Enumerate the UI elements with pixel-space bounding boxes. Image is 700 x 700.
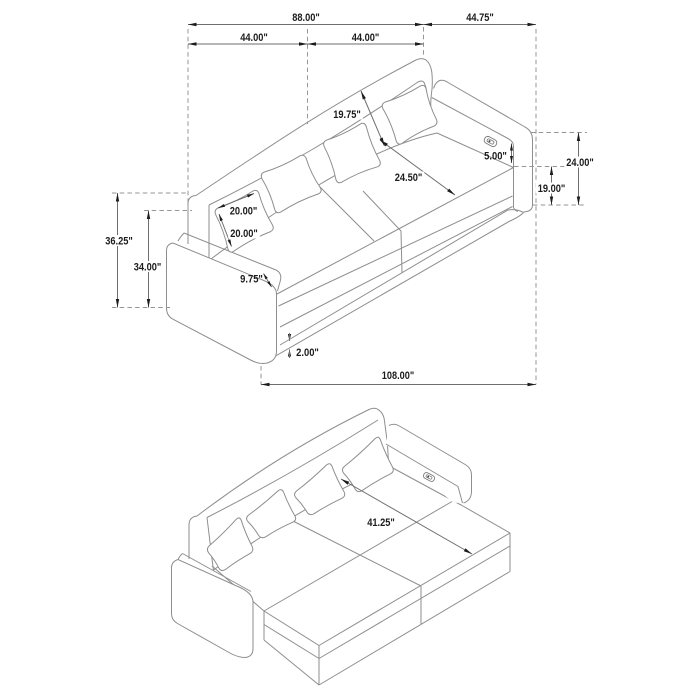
svg-text:36.25": 36.25" xyxy=(105,236,133,248)
svg-text:44.00": 44.00" xyxy=(352,32,380,44)
svg-text:108.00": 108.00" xyxy=(382,370,414,382)
svg-text:88.00": 88.00" xyxy=(292,12,320,24)
svg-text:2.00": 2.00" xyxy=(296,347,319,359)
svg-text:44.75": 44.75" xyxy=(466,12,494,24)
svg-text:20.00": 20.00" xyxy=(230,228,258,240)
svg-text:24.00": 24.00" xyxy=(566,157,594,169)
svg-text:24.50": 24.50" xyxy=(395,172,423,184)
svg-text:44.00": 44.00" xyxy=(240,32,268,44)
svg-text:19.00": 19.00" xyxy=(538,183,566,195)
svg-text:41.25": 41.25" xyxy=(367,517,395,529)
svg-text:9.75": 9.75" xyxy=(240,274,263,286)
svg-text:5.00": 5.00" xyxy=(484,151,507,163)
svg-text:20.00": 20.00" xyxy=(230,206,258,218)
svg-text:34.00": 34.00" xyxy=(134,262,162,274)
svg-text:19.75": 19.75" xyxy=(333,109,361,121)
